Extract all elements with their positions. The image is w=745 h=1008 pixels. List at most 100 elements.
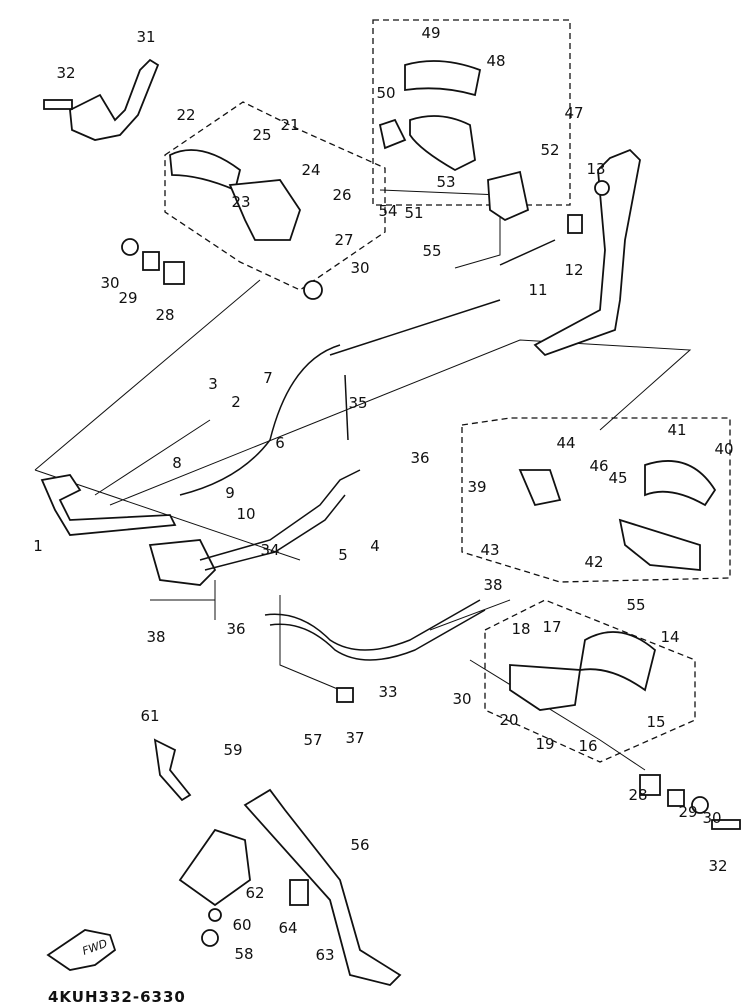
part-arm-61 [153, 738, 192, 802]
callout-58: 58 [234, 945, 253, 963]
callout-61: 61 [140, 707, 159, 725]
callout-41: 41 [667, 421, 686, 439]
guide-lines [34, 189, 692, 771]
group-box-21 [164, 101, 386, 291]
part-footrest-1 [40, 474, 177, 536]
callout-25: 25 [252, 126, 271, 144]
callout-44: 44 [556, 434, 575, 452]
callout-21: 21 [280, 116, 299, 134]
part-nut-37 [336, 687, 354, 703]
callout-47: 47 [564, 104, 583, 122]
part-bracket-31 [69, 58, 160, 141]
callout-29: 29 [118, 289, 137, 307]
callout-60: 60 [232, 916, 251, 934]
callout-13: 13 [586, 160, 605, 178]
part-collar-29b [667, 789, 685, 807]
part-nut-13 [594, 180, 610, 196]
callout-4: 4 [370, 537, 380, 555]
callout-16: 16 [578, 737, 597, 755]
callout-55: 55 [422, 242, 441, 260]
callout-11: 11 [528, 281, 547, 299]
callout-38: 38 [146, 628, 165, 646]
callout-28: 28 [155, 306, 174, 324]
part-collar-12 [567, 214, 583, 234]
part-footrest-rubber-22 [169, 149, 242, 192]
part-bolt-32b [711, 819, 741, 830]
part-bracket-sidestand [178, 828, 251, 907]
callout-40: 40 [714, 440, 733, 458]
callout-1: 1 [33, 537, 43, 555]
part-frame-34 [148, 539, 217, 586]
callout-18: 18 [511, 620, 530, 638]
fwd-arrow-icon: FWD [46, 929, 117, 971]
callout-53: 53 [436, 173, 455, 191]
callout-30: 30 [702, 809, 721, 827]
callout-29: 29 [678, 803, 697, 821]
part-bush-28b [639, 774, 661, 796]
callout-2: 2 [231, 393, 241, 411]
callout-34: 34 [260, 541, 279, 559]
callout-32: 32 [708, 857, 727, 875]
callout-30: 30 [452, 690, 471, 708]
callout-26: 26 [332, 186, 351, 204]
part-washer-30c [691, 796, 709, 814]
callout-33: 33 [378, 683, 397, 701]
callout-9: 9 [225, 484, 235, 502]
group-box-right-footrest [461, 417, 731, 583]
callout-42: 42 [584, 553, 603, 571]
callout-31: 31 [136, 28, 155, 46]
part-footrest-42 [618, 518, 701, 571]
callout-5: 5 [338, 546, 348, 564]
part-footrest-arm [533, 148, 641, 357]
callout-36: 36 [410, 449, 429, 467]
part-spring-11 [499, 239, 556, 266]
callout-62: 62 [245, 884, 264, 902]
callout-30: 30 [100, 274, 119, 292]
callout-24: 24 [301, 161, 320, 179]
callout-55: 55 [626, 596, 645, 614]
callout-51: 51 [404, 204, 423, 222]
callout-57: 57 [303, 731, 322, 749]
part-rubber-40 [644, 460, 717, 507]
callout-30: 30 [350, 259, 369, 277]
part-nut-58 [201, 929, 219, 947]
callout-27: 27 [334, 231, 353, 249]
part-washer-60 [208, 908, 222, 922]
part-frame-33 [264, 599, 486, 661]
callout-14: 14 [660, 628, 679, 646]
callout-39: 39 [467, 478, 486, 496]
callout-49: 49 [421, 24, 440, 42]
part-holder [487, 170, 530, 222]
callout-36: 36 [226, 620, 245, 638]
part-rubber-48 [404, 60, 482, 97]
part-cable-7 [179, 344, 341, 496]
part-bracket-39 [518, 469, 562, 507]
part-rod [329, 299, 501, 356]
part-collar-29 [142, 251, 160, 271]
callout-23: 23 [231, 193, 250, 211]
callout-63: 63 [315, 946, 334, 964]
part-sidestand-56 [243, 788, 402, 986]
callout-45: 45 [608, 469, 627, 487]
part-bolt-32 [43, 99, 73, 110]
callout-28: 28 [628, 786, 647, 804]
part-footrest-bracket-21 [228, 179, 301, 241]
callout-10: 10 [236, 505, 255, 523]
callout-52: 52 [540, 141, 559, 159]
callout-46: 46 [589, 457, 608, 475]
callout-35: 35 [348, 394, 367, 412]
part-frame-bar-34 [199, 469, 361, 571]
callout-15: 15 [646, 713, 665, 731]
callout-3: 3 [208, 375, 218, 393]
callout-37: 37 [345, 729, 364, 747]
callout-20: 20 [499, 711, 518, 729]
callout-54: 54 [378, 202, 397, 220]
callout-22: 22 [176, 106, 195, 124]
callout-59: 59 [223, 741, 242, 759]
callout-48: 48 [486, 52, 505, 70]
part-collar-64 [289, 879, 309, 906]
diagram-code: 4KUH332-6330 [48, 988, 186, 1006]
callout-32: 32 [56, 64, 75, 82]
callout-6: 6 [275, 434, 285, 452]
